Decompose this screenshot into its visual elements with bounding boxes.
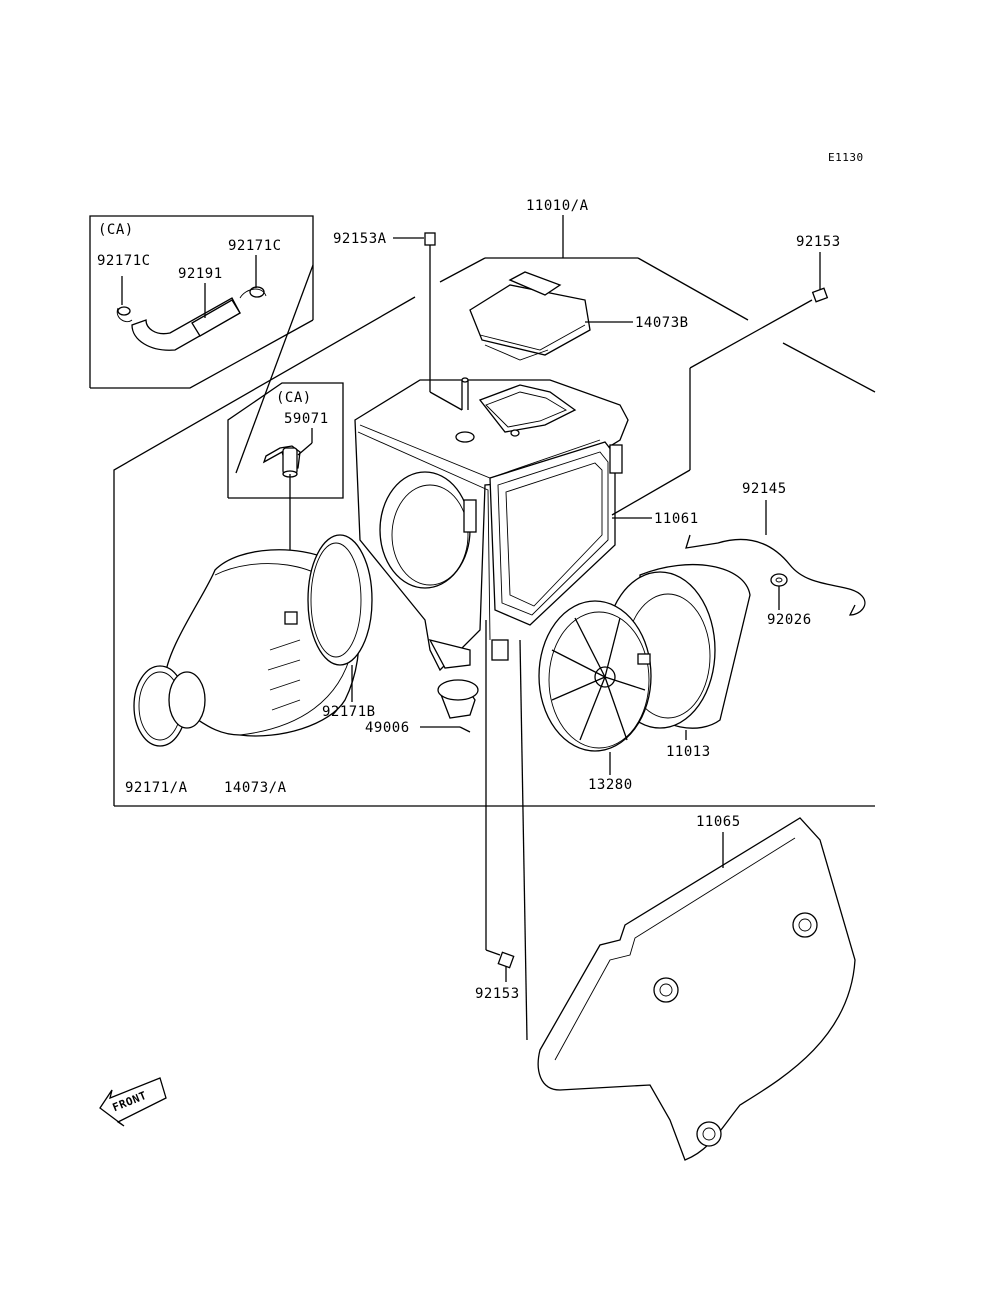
label-92171c-left: 92171C xyxy=(97,253,151,269)
ca-box-fitting xyxy=(227,382,344,499)
label-92191: 92191 xyxy=(178,266,223,282)
side-cover xyxy=(537,817,856,1161)
label-92153a: 92153A xyxy=(333,231,387,247)
label-14073b: 14073B xyxy=(635,315,689,331)
label-92171a: 92171/A xyxy=(125,780,188,796)
label-92145: 92145 xyxy=(742,481,787,497)
filter-frame xyxy=(538,600,652,752)
wire-clip xyxy=(685,534,866,616)
intake-duct xyxy=(133,534,373,747)
front-arrow-icon xyxy=(99,1077,167,1127)
label-13280: 13280 xyxy=(588,777,633,793)
bolt-92153a xyxy=(424,232,436,250)
label-92026: 92026 xyxy=(767,612,812,628)
label-14073a: 14073/A xyxy=(224,780,287,796)
label-11065: 11065 xyxy=(696,814,741,830)
breather-hose xyxy=(116,286,267,351)
label-11010a: 11010/A xyxy=(526,198,589,214)
variant-tag-fitting: (CA) xyxy=(276,390,312,406)
label-11013: 11013 xyxy=(666,744,711,760)
cover-14073b xyxy=(469,271,591,361)
diagram-code: E1130 xyxy=(828,151,864,164)
leader-lines xyxy=(121,237,821,1041)
label-11061: 11061 xyxy=(654,511,699,527)
variant-tag-hose: (CA) xyxy=(98,222,134,238)
label-49006: 49006 xyxy=(365,720,410,736)
group-boundary xyxy=(113,215,876,807)
bolt-92153-bottom xyxy=(497,951,515,969)
seal-49006 xyxy=(437,679,479,719)
ca-box-hose xyxy=(89,215,314,474)
label-59071: 59071 xyxy=(284,411,329,427)
fitting-59071 xyxy=(262,445,301,615)
bolt-92153-top xyxy=(811,287,829,303)
label-92171c-right: 92171C xyxy=(228,238,282,254)
label-92153-top: 92153 xyxy=(796,234,841,250)
label-92153-bottom: 92153 xyxy=(475,986,520,1002)
label-92171b: 92171B xyxy=(322,704,376,720)
air-box xyxy=(354,377,629,672)
